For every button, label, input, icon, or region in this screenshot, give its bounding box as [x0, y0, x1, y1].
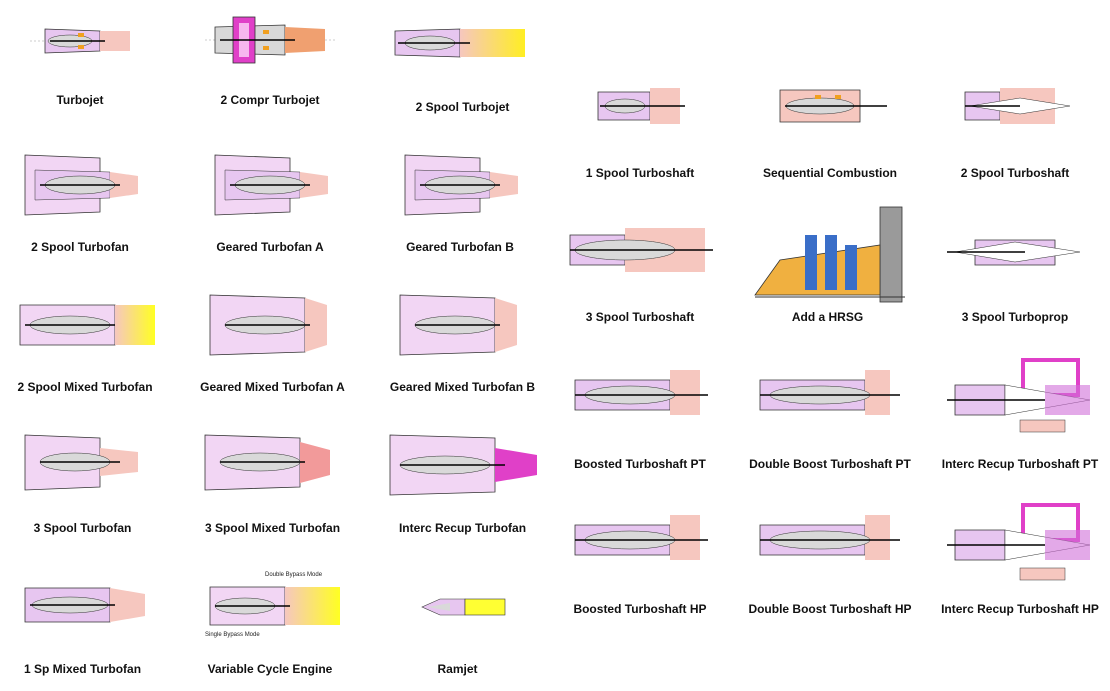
model-1-sp-mixed-turbofan[interactable]: 1 Sp Mixed Turbofan: [10, 580, 155, 685]
model-label: Double Boost Turboshaft PT: [749, 457, 911, 471]
single-bypass-note: Single Bypass Mode: [205, 632, 260, 638]
model-1-spool-turboshaft[interactable]: 1 Spool Turboshaft: [575, 80, 705, 190]
double-bypass-note: Double Bypass Mode: [265, 572, 323, 578]
model-label: Boosted Turboshaft PT: [574, 457, 706, 471]
model-double-boost-turboshaft-pt[interactable]: Double Boost Turboshaft PT: [740, 365, 920, 475]
turbofan-2-spool-icon: [24, 154, 138, 216]
geared-turbofan-a-icon: [214, 154, 328, 216]
turboshaft-2-spool-icon: [964, 88, 1071, 124]
turboshaft-3-spool-icon: [569, 228, 713, 272]
model-variable-cycle-engine[interactable]: Double Bypass Mode Single Bypass Mode Va…: [190, 570, 350, 685]
model-3-spool-mixed-turbofan[interactable]: 3 Spool Mixed Turbofan: [190, 430, 355, 540]
turboprop-3-spool-icon: [947, 239, 1081, 266]
mixed-turbofan-3-spool-icon: [204, 434, 330, 491]
model-2-spool-turboshaft[interactable]: 2 Spool Turboshaft: [940, 80, 1090, 190]
model-label: Sequential Combustion: [762, 166, 897, 180]
variable-cycle-engine-icon: [209, 586, 340, 626]
interc-recup-turboshaft-hp-icon: [947, 503, 1091, 581]
boosted-turboshaft-pt-icon: [574, 370, 708, 415]
model-ramjet[interactable]: Ramjet: [385, 590, 530, 685]
model-label: 3 Spool Turbofan: [33, 521, 132, 535]
model-label: 3 Spool Turboprop: [961, 310, 1069, 324]
model-label: Variable Cycle Engine: [207, 662, 333, 676]
model-label: Geared Mixed Turbofan B: [389, 380, 536, 394]
model-2-spool-turbofan[interactable]: 2 Spool Turbofan: [10, 150, 150, 260]
model-sequential-combustion[interactable]: Sequential Combustion: [755, 80, 905, 190]
model-label: Geared Mixed Turbofan A: [200, 380, 345, 394]
mixed-turbofan-2-spool-icon: [19, 304, 155, 346]
model-label: 1 Spool Turboshaft: [585, 166, 695, 180]
geared-mixed-turbofan-b-icon: [399, 294, 517, 356]
model-label: Double Boost Turboshaft HP: [748, 602, 912, 616]
ramjet-icon: [421, 598, 506, 616]
model-3-spool-turboprop[interactable]: 3 Spool Turboprop: [935, 220, 1095, 330]
model-label: Interc Recup Turboshaft PT: [941, 457, 1099, 471]
model-label: 2 Spool Turbojet: [415, 100, 510, 114]
model-interc-recup-turbofan[interactable]: Interc Recup Turbofan: [380, 430, 545, 540]
model-geared-mixed-turbofan-a[interactable]: Geared Mixed Turbofan A: [190, 290, 355, 400]
model-2-compr-turbojet[interactable]: 2 Compr Turbojet: [200, 15, 340, 115]
model-double-boost-turboshaft-hp[interactable]: Double Boost Turboshaft HP: [740, 510, 920, 620]
model-label: 3 Spool Mixed Turbofan: [204, 521, 341, 535]
model-turbojet[interactable]: Turbojet: [20, 15, 140, 115]
model-label: Geared Turbofan A: [216, 240, 324, 254]
model-add-hrsg[interactable]: Add a HRSG: [745, 205, 910, 330]
model-2-spool-turbojet[interactable]: 2 Spool Turbojet: [385, 20, 540, 120]
model-interc-recup-turboshaft-hp[interactable]: Interc Recup Turboshaft HP: [935, 500, 1105, 620]
turbojet-2-compr-icon: [205, 16, 335, 64]
model-label: 2 Compr Turbojet: [220, 93, 320, 107]
model-3-spool-turbofan[interactable]: 3 Spool Turbofan: [10, 430, 155, 540]
model-2-spool-mixed-turbofan[interactable]: 2 Spool Mixed Turbofan: [5, 290, 165, 400]
model-label: Interc Recup Turbofan: [398, 521, 527, 535]
model-label: 2 Spool Mixed Turbofan: [17, 380, 153, 394]
mixed-turbofan-1-sp-icon: [24, 587, 145, 623]
model-geared-mixed-turbofan-b[interactable]: Geared Mixed Turbofan B: [380, 290, 545, 400]
model-label: Interc Recup Turboshaft HP: [941, 602, 1099, 616]
model-interc-recup-turboshaft-pt[interactable]: Interc Recup Turboshaft PT: [935, 355, 1105, 475]
model-label: Geared Turbofan B: [406, 240, 514, 254]
turbojet-2-spool-icon: [394, 28, 525, 58]
model-label: Ramjet: [437, 662, 478, 676]
model-label: Boosted Turboshaft HP: [573, 602, 707, 616]
interc-recup-turbofan-icon: [389, 434, 537, 496]
turbofan-3-spool-icon: [24, 434, 138, 491]
model-label: 3 Spool Turboshaft: [585, 310, 695, 324]
boosted-turboshaft-hp-icon: [574, 515, 708, 560]
model-geared-turbofan-a[interactable]: Geared Turbofan A: [200, 150, 340, 260]
double-boost-turboshaft-pt-icon: [759, 370, 900, 415]
turbojet-icon: [30, 28, 130, 54]
double-boost-turboshaft-hp-icon: [759, 515, 900, 560]
model-label: Turbojet: [56, 93, 104, 107]
model-3-spool-turboshaft[interactable]: 3 Spool Turboshaft: [565, 210, 715, 330]
geared-turbofan-b-icon: [404, 154, 518, 216]
model-boosted-turboshaft-hp[interactable]: Boosted Turboshaft HP: [565, 510, 715, 620]
turboshaft-1-spool-icon: [597, 88, 685, 124]
sequential-combustion-icon: [779, 89, 887, 123]
hrsg-icon: [754, 206, 905, 303]
geared-mixed-turbofan-a-icon: [209, 294, 327, 356]
model-label: Add a HRSG: [791, 310, 864, 324]
model-label: 1 Sp Mixed Turbofan: [23, 662, 142, 676]
model-boosted-turboshaft-pt[interactable]: Boosted Turboshaft PT: [565, 365, 715, 475]
model-label: 2 Spool Turboshaft: [960, 166, 1070, 180]
interc-recup-turboshaft-pt-icon: [947, 358, 1091, 433]
model-label: 2 Spool Turbofan: [31, 240, 129, 254]
model-geared-turbofan-b[interactable]: Geared Turbofan B: [390, 150, 530, 260]
